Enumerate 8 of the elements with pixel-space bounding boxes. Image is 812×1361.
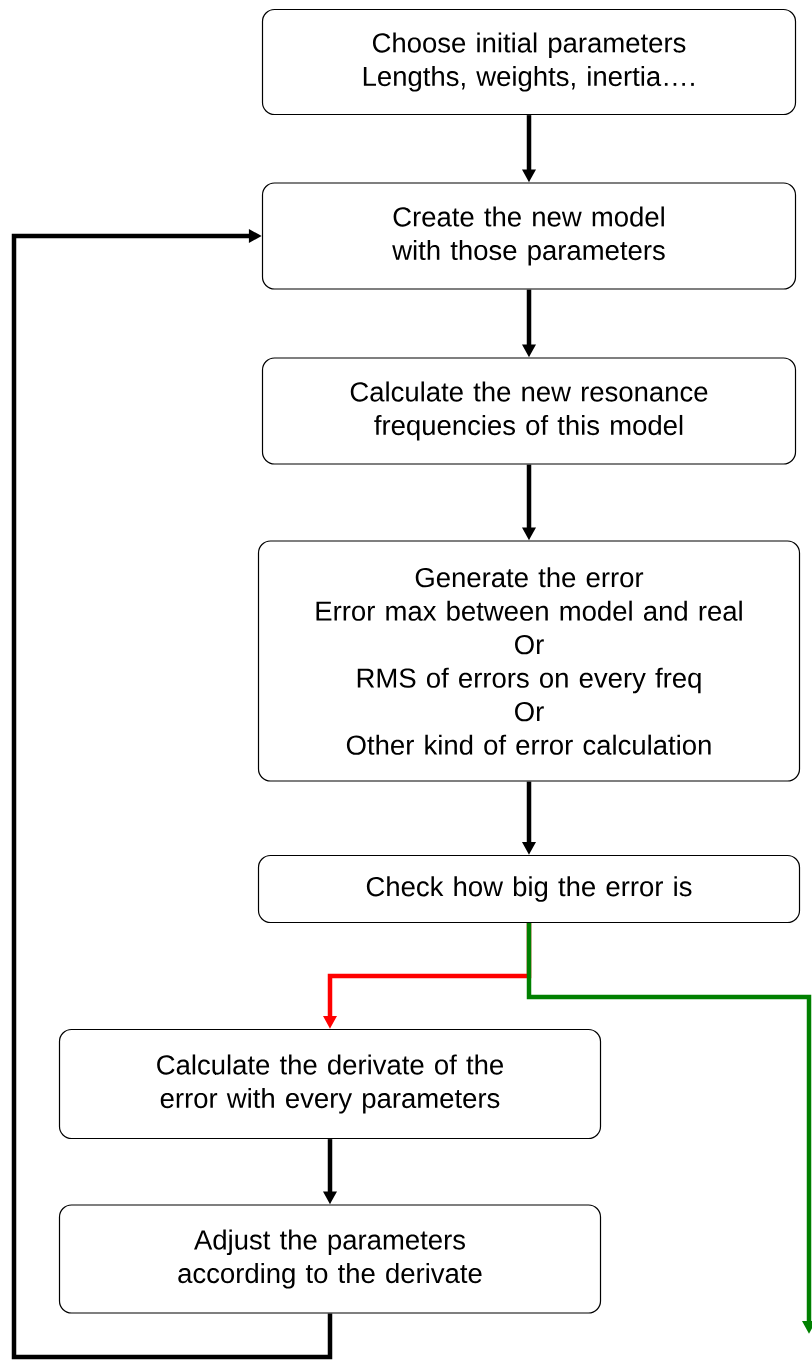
process-box: Calculate the derivate of the error with every parameters bbox=[58, 1028, 602, 1140]
process-box: Adjust the parameters according to the derivate bbox=[58, 1204, 602, 1314]
process-box: Generate the error Error max between model and real Or RMS of errors on every freq Or Other kind of error calculation bbox=[257, 540, 801, 782]
process-box: Choose initial parameters Lengths, weights, inertia…. bbox=[261, 8, 797, 116]
process-box: Create the new model with those parameters bbox=[261, 182, 797, 290]
arrow bbox=[11, 229, 333, 1360]
process-box: Check how big the error is bbox=[257, 854, 801, 924]
process-box: Calculate the new resonance frequencies of this model bbox=[261, 357, 797, 465]
